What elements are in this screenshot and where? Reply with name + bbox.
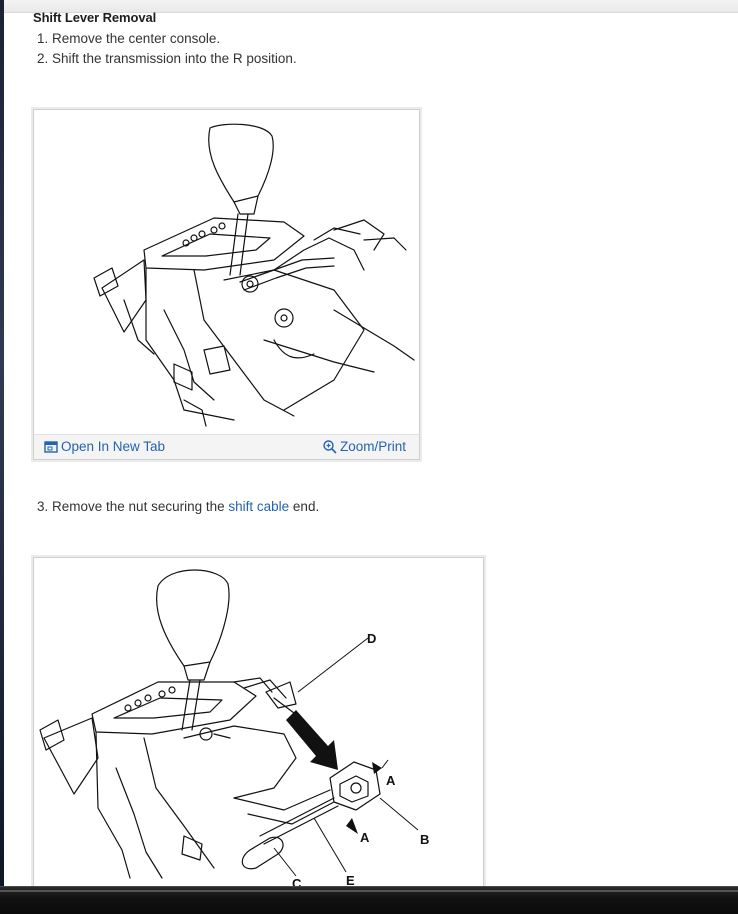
open-new-tab-icon <box>44 441 58 454</box>
section-title: Shift Lever Removal <box>33 10 157 25</box>
callout-a-lower: A <box>360 830 370 845</box>
taskbar-highlight <box>0 890 738 892</box>
zoom-print-button[interactable]: Zoom/Print <box>323 439 407 455</box>
callout-a-upper: A <box>386 773 396 788</box>
open-new-tab-button[interactable]: Open In New Tab <box>44 439 165 454</box>
os-taskbar <box>0 886 738 914</box>
magnifier-plus-icon <box>323 440 337 455</box>
step-1: 1. Remove the center console. <box>37 31 221 46</box>
open-new-tab-label: Open In New Tab <box>61 439 166 454</box>
step-3: 3. Remove the nut securing the shift cab… <box>37 499 319 514</box>
step-3-suffix: end. <box>289 499 320 514</box>
figure-shift-lever: Open In New Tab Zoom/Print <box>33 109 420 460</box>
shift-cable-link[interactable]: shift cable <box>228 499 290 514</box>
callout-b: B <box>420 832 429 847</box>
zoom-print-label: Zoom/Print <box>340 439 407 454</box>
callout-e: E <box>346 873 355 888</box>
figure-toolbar: Open In New Tab Zoom/Print <box>34 434 419 459</box>
browser-top-strip <box>0 0 738 13</box>
shift-lever-diagram <box>93 123 415 427</box>
step-3-prefix: 3. Remove the nut securing the <box>37 499 229 514</box>
step-2: 2. Shift the transmission into the R pos… <box>37 51 297 66</box>
shift-cable-diagram: D A A B C E <box>39 569 429 888</box>
callout-d: D <box>367 631 376 646</box>
figure-shift-cable: D A A B C E <box>33 557 484 899</box>
window-left-edge <box>0 0 4 913</box>
callout-c: C <box>292 876 302 888</box>
